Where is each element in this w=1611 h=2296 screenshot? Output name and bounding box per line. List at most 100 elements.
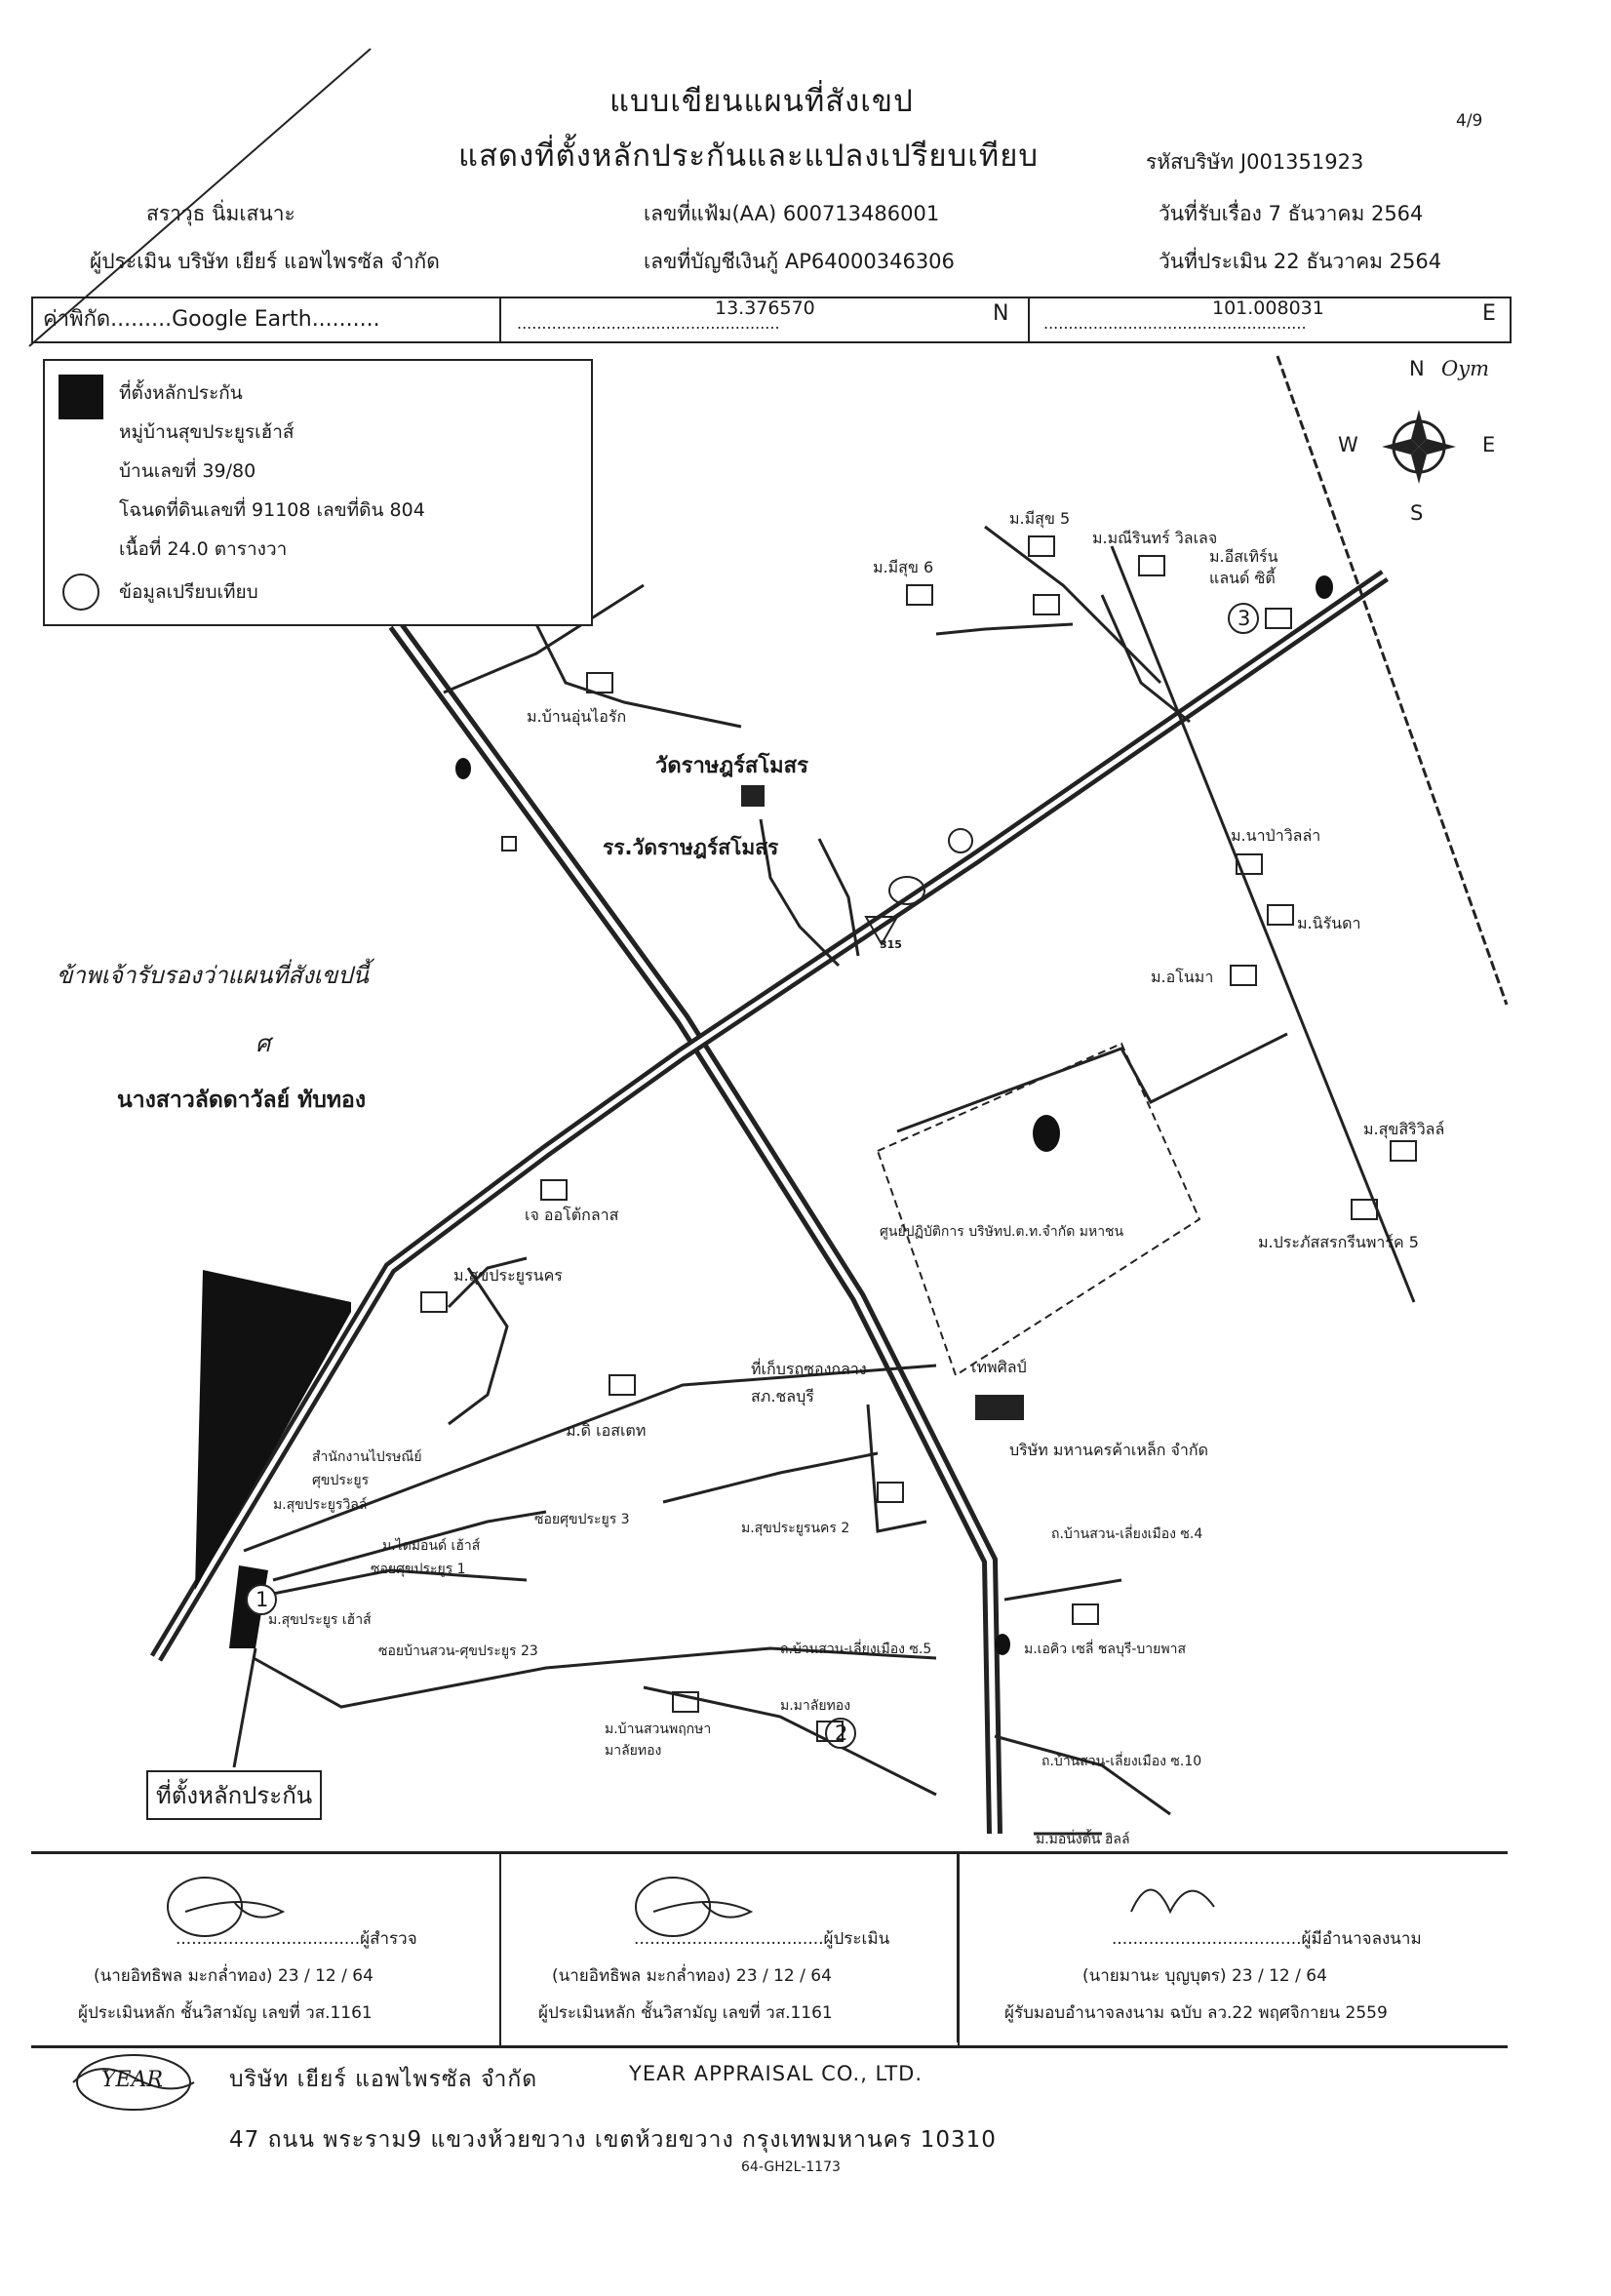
village-icon bbox=[1351, 1199, 1378, 1220]
legend-comparison-circle bbox=[62, 574, 99, 611]
legend-collateral-swatch bbox=[59, 375, 103, 419]
village-icon bbox=[672, 1691, 699, 1713]
minor-road bbox=[243, 1568, 528, 1602]
ptt-drop-icon bbox=[1033, 1115, 1060, 1152]
label-suksiri: ม.สุขสิริวิลล์ bbox=[1363, 1120, 1445, 1138]
collateral-callout-text: ที่ตั้งหลักประกัน bbox=[156, 1782, 313, 1809]
comparison-marker-3 bbox=[1228, 603, 1259, 634]
fuel-drop-icon bbox=[455, 758, 471, 779]
comparison-marker-1 bbox=[246, 1584, 277, 1615]
minor-road bbox=[243, 1364, 937, 1553]
minor-road bbox=[662, 1451, 879, 1504]
east-road-1 bbox=[1276, 355, 1509, 1006]
longitude-dots: ........................................… bbox=[1043, 314, 1307, 333]
compass-handwritten: Oym bbox=[1441, 357, 1489, 380]
village-icon bbox=[816, 1721, 844, 1742]
minor-road bbox=[896, 1032, 1288, 1133]
company-code: รหัสบริษัท J001351923 bbox=[1146, 150, 1364, 174]
label-d-estate: ม.ดิ เอสเตท bbox=[566, 1421, 647, 1440]
route-shield-icon bbox=[864, 916, 899, 947]
minor-road bbox=[443, 583, 645, 694]
label-road-315: 315 bbox=[880, 938, 902, 951]
authorized-name: (นายมานะ บุญบุตร) 23 / 12 / 64 bbox=[1082, 1966, 1327, 1986]
village-icon bbox=[1267, 904, 1294, 926]
legend-collateral-title: ที่ตั้งหลักประกัน bbox=[119, 382, 243, 404]
longitude-suffix: E bbox=[1482, 301, 1496, 326]
shell-icon bbox=[948, 828, 973, 853]
corner-stroke bbox=[28, 48, 372, 347]
company-name-th: บริษัท เยียร์ แอพไพรซัล จำกัด bbox=[229, 2067, 538, 2092]
label-temple: วัดราษฎร์สโมสร bbox=[655, 754, 808, 778]
signature-appraiser bbox=[635, 1877, 711, 1937]
appraiser-role: ผู้ประเมินหลัก ชั้นวิสามัญ เลขที่ วส.116… bbox=[538, 2003, 833, 2023]
fuel-drop-icon bbox=[995, 1634, 1010, 1655]
village-icon bbox=[1138, 555, 1165, 576]
label-ban-suan-pruksa: ม.บ้านสวนพฤกษา มาลัยทอง bbox=[605, 1722, 712, 1759]
village-icon bbox=[1028, 535, 1055, 557]
legend-village: หมู่บ้านสุขประยูรเฮ้าส์ bbox=[119, 421, 295, 443]
authorized-role: ผู้รับมอบอำนาจลงนาม ฉบับ ลว.22 พฤศจิกายน… bbox=[1004, 2003, 1388, 2023]
label-bus-depot: ที่เก็บรถซองกลาง สภ.ชลบุรี bbox=[751, 1360, 867, 1405]
collateral-block-west bbox=[195, 1270, 351, 1590]
signature-appraiser bbox=[652, 1901, 754, 1919]
label-mc: ม.เอคิว เซลี่ ชลบุรี-บายพาส bbox=[1024, 1642, 1186, 1657]
compass-e: E bbox=[1482, 433, 1496, 456]
label-suk-villa: ม.สุขประยูรวิลล์ bbox=[273, 1497, 368, 1513]
latitude-dots: ........................................… bbox=[517, 314, 780, 333]
village-icon bbox=[540, 1179, 568, 1201]
appraisal-date: วันที่ประเมิน 22 ธันวาคม 2564 bbox=[1159, 250, 1442, 273]
label-post: สำนักงานไปรษณีย์ ศุขประยูร bbox=[312, 1449, 422, 1488]
latitude-value: 13.376570 bbox=[715, 297, 815, 319]
village-icon bbox=[1072, 1603, 1099, 1625]
village-icon bbox=[420, 1291, 448, 1313]
minor-road bbox=[866, 1404, 927, 1533]
minor-road bbox=[253, 1646, 937, 1709]
label-monican: ม.มอนิ่งตั้น ฮิลล์ bbox=[1036, 1832, 1130, 1847]
label-maneerin: ม.มณีรินทร์ วิลเลจ bbox=[1092, 529, 1218, 547]
company-name-en: YEAR APPRAISAL CO., LTD. bbox=[629, 2062, 923, 2085]
company-address: 47 ถนน พระราม9 แขวงห้วยขวาง เขตห้วยขวาง … bbox=[229, 2127, 997, 2153]
label-mesuk6: ม.มีสุข 6 bbox=[873, 558, 934, 576]
handwritten-sign: ศ bbox=[255, 1030, 271, 1057]
label-mesuk5: ม.มีสุข 5 bbox=[1009, 509, 1071, 528]
legend-house-no: บ้านเลขที่ 39/80 bbox=[119, 460, 256, 482]
signature-surveyor bbox=[184, 1901, 286, 1919]
received-date: วันที่รับเรื่อง 7 ธันวาคม 2564 bbox=[1159, 202, 1424, 225]
poi-icon bbox=[501, 836, 517, 851]
appraiser-company: ผู้ประเมิน บริษัท เยียร์ แอพไพรซัล จำกัด bbox=[90, 250, 440, 273]
coord-box-lon bbox=[1028, 297, 1512, 343]
label-autoclass: เจ ออโต้กลาส bbox=[525, 1206, 619, 1224]
label-sukprayoon-house: ม.สุขประยูร เฮ้าส์ bbox=[268, 1612, 372, 1628]
label-soi10: ถ.บ้านสวน-เลี่ยงเมือง ซ.10 bbox=[1041, 1754, 1202, 1769]
collateral-callout: ที่ตั้งหลักประกัน bbox=[146, 1770, 323, 1820]
temple-icon bbox=[741, 785, 765, 807]
authorized-sign-line: ....................................ผู้ม… bbox=[1112, 1929, 1422, 1949]
handwritten-note: ข้าพเจ้ารับรองว่าแผนที่สังเขปนี้ bbox=[57, 962, 369, 989]
village-icon bbox=[877, 1482, 904, 1503]
label-school: รร.วัดราษฎร์สโมสร bbox=[603, 836, 779, 859]
label-soi1: ซอยศุขประยูร 1 bbox=[371, 1562, 466, 1577]
label-onma: ม.อโนมา bbox=[1151, 968, 1214, 986]
ptt-boundary bbox=[876, 1042, 1201, 1377]
compass-rose bbox=[1382, 410, 1456, 484]
label-soi5: ถ.บ้านสวน-เลี่ยงเมือง ซ.5 bbox=[780, 1642, 932, 1657]
esso-icon bbox=[888, 876, 925, 905]
compass-w: W bbox=[1338, 433, 1358, 456]
minor-road bbox=[272, 1510, 547, 1582]
map-title: แบบเขียนแผนที่สังเขป bbox=[609, 84, 914, 119]
map-subtitle: แสดงที่ตั้งหลักประกันและแปลงเปรียบเทียบ bbox=[458, 139, 1040, 174]
label-ptt-center: ศูนย์ปฏิบัติการ บริษัทป.ต.ท.จำกัด มหาชน bbox=[880, 1224, 1124, 1240]
village-icon bbox=[1230, 965, 1257, 986]
village-icon bbox=[1236, 853, 1263, 875]
appraiser-name: (นายอิทธิพล มะกล่ำทอง) 23 / 12 / 64 bbox=[552, 1966, 832, 1986]
label-napa: ม.นาป่าวิลล่า bbox=[1231, 826, 1321, 845]
file-number: เลขที่แฟ้ม(AA) 600713486001 bbox=[644, 202, 940, 225]
marker-3-label: 3 bbox=[1238, 607, 1251, 630]
label-steel: บริษัท มหานครค้าเหล็ก จำกัด bbox=[1009, 1441, 1208, 1459]
village-icon bbox=[609, 1374, 636, 1396]
surveyor-name: (นายอิทธิพล มะกล่ำทอง) 23 / 12 / 64 bbox=[94, 1966, 373, 1986]
fuel-drop-icon bbox=[1316, 575, 1333, 599]
appraiser-sign-line: ....................................ผู้ป… bbox=[634, 1929, 890, 1949]
label-sukprayoon-nakorn: ม.สุขประยูรนคร bbox=[453, 1266, 563, 1285]
compass-n: N bbox=[1409, 357, 1425, 380]
